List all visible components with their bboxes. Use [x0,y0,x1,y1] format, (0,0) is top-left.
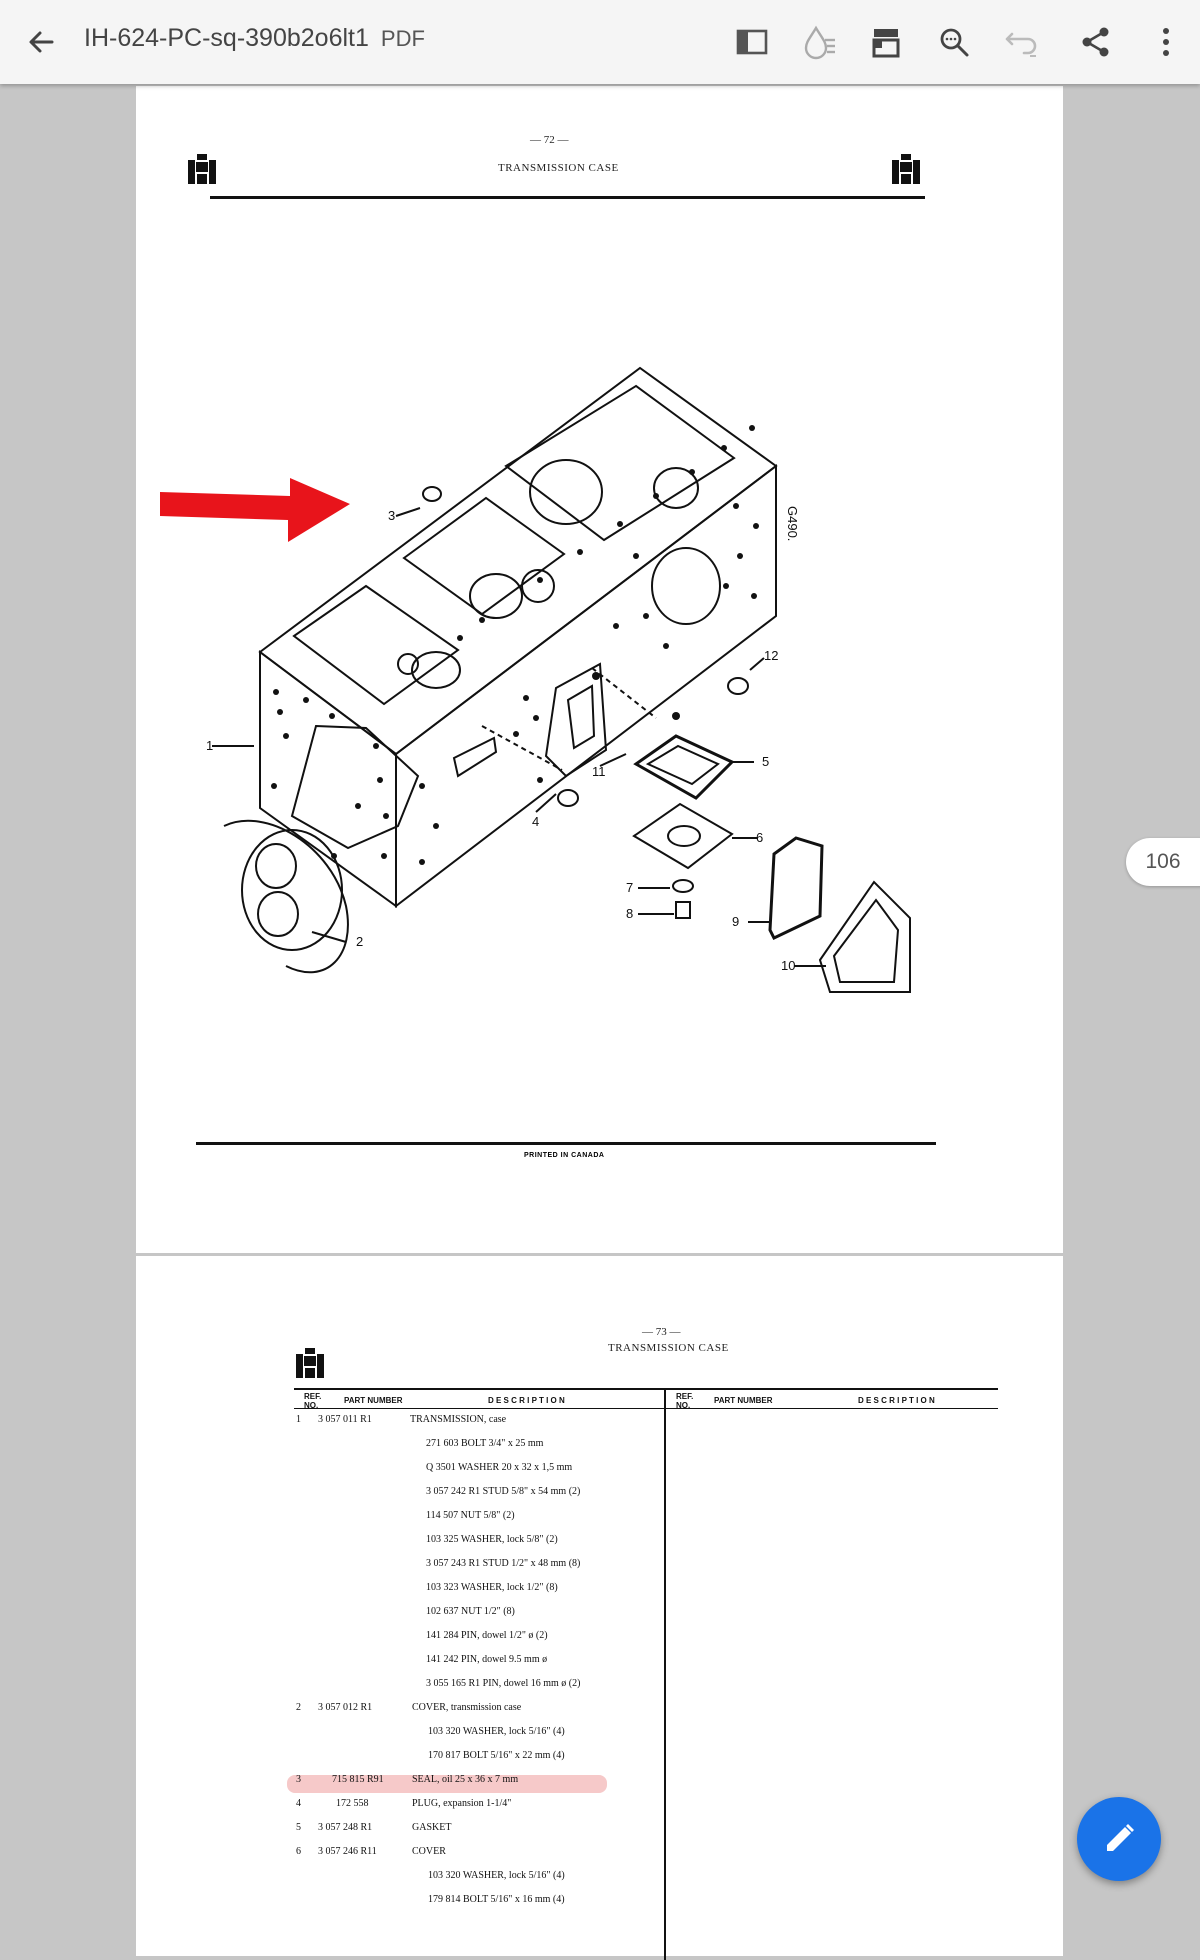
page-title: TRANSMISSION CASE [498,162,619,174]
description-header-right: D E S C R I P T I O N [858,1396,935,1405]
svg-text:10: 10 [781,958,795,973]
svg-text:4: 4 [532,814,539,829]
description-header: D E S C R I P T I O N [488,1396,565,1405]
header-bottom-rule [294,1408,796,1409]
svg-text:1: 1 [206,738,213,753]
share-icon[interactable] [1074,20,1118,64]
pdf-page-73[interactable]: — 73 — TRANSMISSION CASE REF. NO. PART N… [136,1256,1063,1960]
app-toolbar: IH-624-PC-sq-390b2o6lt1 PDF [0,0,1200,84]
file-type-label: PDF [380,26,425,51]
highlight-selection[interactable] [287,1775,607,1793]
exploded-parts-diagram: 1 2 3 4 5 6 7 8 9 10 11 12 G490. [160,366,911,993]
red-arrow-annotation [160,478,350,542]
edit-fab-button[interactable] [1077,1797,1161,1881]
document-name: IH-624-PC-sq-390b2o6lt1 [84,24,369,52]
svg-text:9: 9 [732,914,739,929]
document-title: IH-624-PC-sq-390b2o6lt1 PDF [84,24,425,53]
ref-no-header: REF. NO. [304,1392,322,1410]
back-arrow-icon[interactable] [22,22,62,62]
more-vert-icon[interactable] [1144,20,1188,64]
svg-text:8: 8 [626,906,633,921]
ih-logo [294,1344,326,1378]
page-number: — 73 — [642,1326,681,1338]
table-top-rule [294,1388,796,1390]
figure-code: G490. [785,506,800,541]
ih-logo [890,150,922,184]
svg-text:7: 7 [626,880,633,895]
svg-text:6: 6 [756,830,763,845]
pdf-page-72[interactable]: — 72 — TRANSMISSION CASE [136,86,1063,1253]
page-title: TRANSMISSION CASE [608,1342,729,1354]
undo-icon[interactable] [1000,20,1044,64]
svg-text:11: 11 [592,764,606,779]
ref-no-header-right: REF. NO. [676,1392,694,1410]
page-number: — 72 — [530,134,569,146]
header-rule [210,196,925,199]
svg-text:5: 5 [762,754,769,769]
table-top-rule-right [670,1388,998,1390]
header-bottom-rule-right [670,1408,998,1409]
column-divider [664,1390,666,1960]
svg-text:12: 12 [764,648,778,663]
ih-logo [186,150,218,184]
reflow-view-icon[interactable] [730,20,774,64]
svg-text:2: 2 [356,934,363,949]
pages-icon[interactable] [864,20,908,64]
part-number-header-right: PART NUMBER [714,1396,773,1405]
part-number-header: PART NUMBER [344,1396,403,1405]
ink-drop-icon[interactable] [798,20,842,64]
svg-text:3: 3 [388,508,395,523]
edit-pencil-icon [1107,1824,1134,1851]
footer-rule [196,1142,936,1145]
page-indicator[interactable]: 106 [1126,838,1200,886]
search-icon[interactable] [932,20,976,64]
page-footer: PRINTED IN CANADA [524,1152,605,1159]
